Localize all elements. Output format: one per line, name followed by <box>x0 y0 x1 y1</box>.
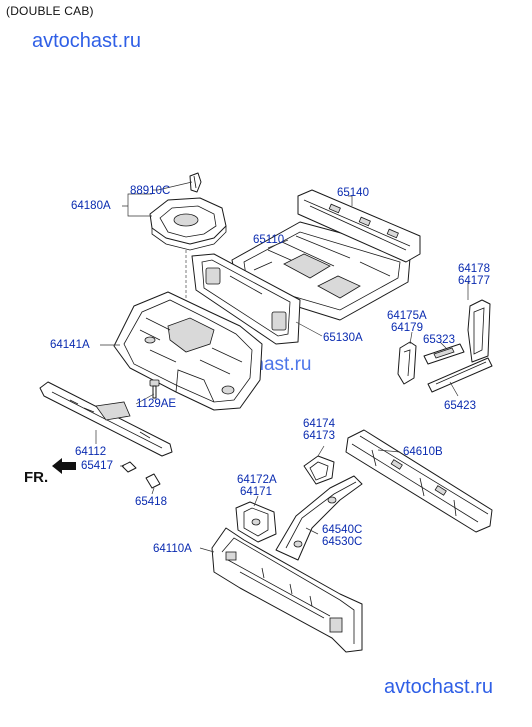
label-64177[interactable]: 64177 <box>458 275 490 287</box>
part-65417-bracket <box>121 461 137 473</box>
part-64178-gusset <box>467 299 491 363</box>
label-64175a[interactable]: 64175A <box>387 310 427 322</box>
label-65417[interactable]: 65417 <box>81 460 113 472</box>
part-64610b-rail <box>345 429 493 533</box>
label-64530c[interactable]: 64530C <box>322 536 363 548</box>
label-64180a[interactable]: 64180A <box>71 200 111 212</box>
part-65140-rear-member <box>297 189 421 263</box>
watermark-top: avtochast.ru <box>32 30 141 52</box>
part-65423-member <box>427 357 493 393</box>
label-65140[interactable]: 65140 <box>337 187 369 199</box>
label-64174[interactable]: 64174 <box>303 418 335 430</box>
watermark-bottom: avtochast.ru <box>384 676 493 698</box>
part-64174-bracket <box>303 455 335 485</box>
part-64540c-side-member <box>275 475 363 561</box>
part-1129ae-bolt <box>149 379 160 399</box>
label-64610b[interactable]: 64610B <box>403 446 443 458</box>
part-88910c-bracket <box>189 172 202 193</box>
part-65323-member <box>423 343 465 365</box>
part-64175a-bracket <box>397 341 417 385</box>
label-88910c[interactable]: 88910C <box>130 185 171 197</box>
label-65323[interactable]: 65323 <box>423 334 455 346</box>
front-arrow <box>52 458 76 474</box>
label-65130a[interactable]: 65130A <box>323 332 363 344</box>
label-64112[interactable]: 64112 <box>75 446 107 458</box>
part-64172a-bracket <box>235 501 277 543</box>
label-1129ae[interactable]: 1129AE <box>136 398 177 410</box>
part-64141a-floor <box>113 291 263 411</box>
diagram-title: (DOUBLE CAB) <box>6 4 94 18</box>
label-64179[interactable]: 64179 <box>391 322 423 334</box>
part-65130a-panel <box>191 253 301 345</box>
label-64171[interactable]: 64171 <box>240 486 272 498</box>
label-64173[interactable]: 64173 <box>303 430 335 442</box>
part-64110a-member <box>211 527 363 653</box>
front-direction-label: FR. <box>24 469 49 486</box>
leader-lines <box>95 181 469 553</box>
label-64172a[interactable]: 64172A <box>237 474 277 486</box>
label-64540c[interactable]: 64540C <box>322 524 363 536</box>
label-65110[interactable]: 65110 <box>253 234 285 246</box>
part-65418-clip <box>145 473 161 489</box>
part-64180a-cover <box>149 197 227 251</box>
part-64112-member <box>39 381 173 457</box>
label-64141a[interactable]: 64141A <box>50 339 90 351</box>
label-65418[interactable]: 65418 <box>135 496 167 508</box>
label-64178[interactable]: 64178 <box>458 263 490 275</box>
label-64110a[interactable]: 64110A <box>153 543 192 555</box>
label-65423[interactable]: 65423 <box>444 400 476 412</box>
